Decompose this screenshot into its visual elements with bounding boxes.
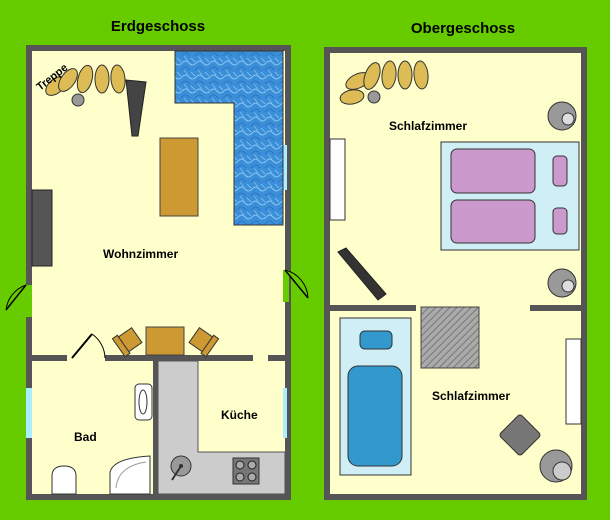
bathtub-pillow-icon <box>359 330 393 350</box>
upper-wall-left <box>330 305 416 311</box>
upper-floor-title: Obergeschoss <box>411 20 515 37</box>
stair-pole-icon <box>71 93 85 107</box>
ground-floor: Treppe <box>5 45 309 500</box>
sink-basin-icon <box>138 389 148 415</box>
shower-icon <box>109 455 151 495</box>
pool <box>174 50 284 226</box>
drain-icon <box>179 464 183 468</box>
interior-wall-middle <box>105 355 253 361</box>
bathtub <box>339 317 412 476</box>
room-label-living: Wohnzimmer <box>103 247 178 261</box>
pillow-bottom-icon <box>552 207 568 235</box>
bed-mattress-top <box>450 148 536 194</box>
shower-curve-icon <box>115 461 147 489</box>
toilet-icon <box>51 465 77 495</box>
front-door-opening <box>26 285 32 317</box>
room-label-bedroom-top: Schlafzimmer <box>389 119 467 133</box>
bathtub-basin <box>347 365 403 467</box>
bath-door[interactable] <box>71 333 93 359</box>
upper-floor: Schlafzimmer Schlafzimmer <box>324 47 587 500</box>
double-bed <box>440 141 580 251</box>
interior-wall-left <box>32 355 67 361</box>
bar-counter <box>125 79 147 137</box>
stove-icon <box>232 457 260 485</box>
small-table <box>145 326 185 356</box>
lamp-bulb-top-icon <box>561 112 575 126</box>
wardrobe-left <box>329 138 346 221</box>
interior-wall-bath-kitchen <box>153 361 158 494</box>
faucet-icon <box>171 465 182 481</box>
pillow-top-icon <box>552 155 568 187</box>
bed-mattress-bottom <box>450 199 536 244</box>
wardrobe-right <box>565 338 582 425</box>
chaise-lounge <box>337 247 387 301</box>
room-label-bath: Bad <box>74 430 97 444</box>
window-left-bath <box>26 388 32 438</box>
room-label-kitchen: Küche <box>221 408 258 422</box>
front-door[interactable] <box>5 284 27 311</box>
terrace-door[interactable] <box>284 269 309 299</box>
armchair-icon <box>499 414 541 456</box>
front-door-swing <box>5 284 27 311</box>
chair-right-icon <box>188 327 220 358</box>
window-right-upper <box>283 145 287 190</box>
chair-left-icon <box>111 327 143 358</box>
stairs-upper <box>339 60 429 105</box>
room-label-bedroom-bottom: Schlafzimmer <box>432 389 510 403</box>
stair-pole-upper-icon <box>367 90 381 104</box>
chimney-block <box>420 306 480 369</box>
stairs-ground: Treppe <box>34 62 126 107</box>
bath-sink-icon <box>134 383 153 421</box>
interior-wall-right <box>268 355 285 361</box>
ground-floor-title: Erdgeschoss <box>111 18 205 35</box>
upper-wall-right <box>530 305 581 311</box>
side-table-top-icon <box>552 461 572 481</box>
window-right-kitchen <box>283 388 287 438</box>
bath-door-swing <box>91 333 106 359</box>
terrace-door-opening <box>283 270 289 302</box>
lamp-bulb-bottom-icon <box>561 279 575 293</box>
dining-table <box>159 137 199 217</box>
wall-cabinet <box>31 189 53 267</box>
